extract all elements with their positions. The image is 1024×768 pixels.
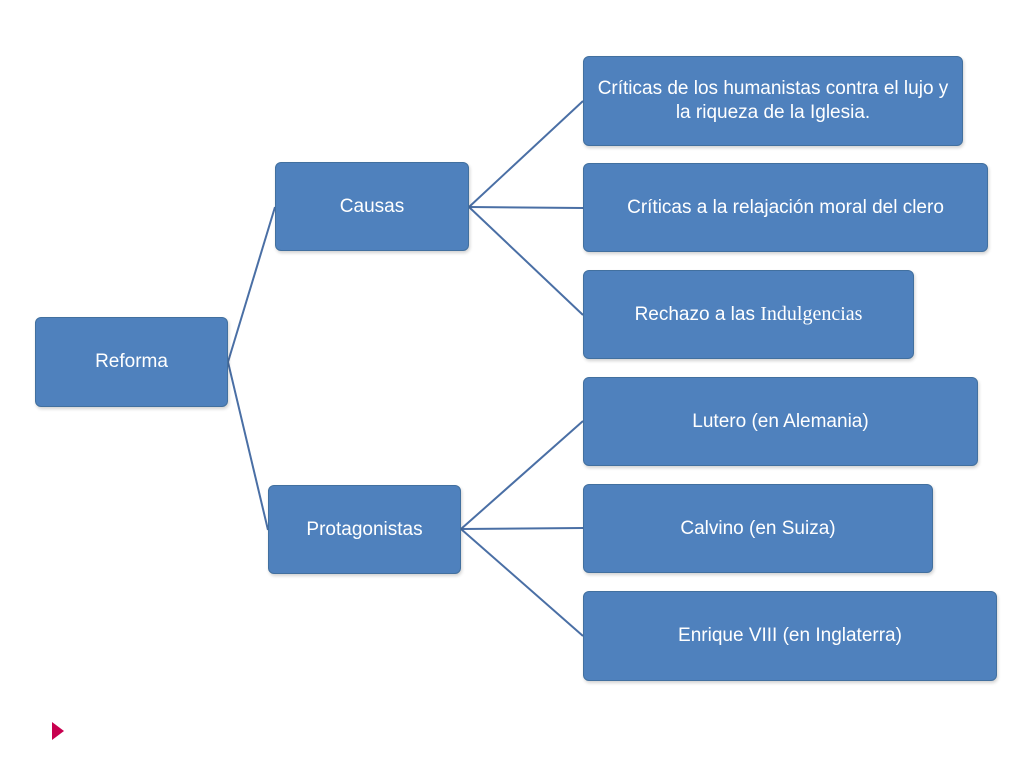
node-protagonistas: Protagonistas [268,485,461,574]
node-causa-indulgencias-word: Indulgencias [760,303,863,325]
connector-reforma-causas [227,206,276,363]
node-protagonista-enrique-viii-label: Enrique VIII (en Inglaterra) [678,625,902,647]
node-causa-humanistas-label: Críticas de los humanistas contra el luj… [597,78,949,123]
node-causa-relajacion-clero: Críticas a la relajación moral del clero [583,163,988,252]
node-causa-humanistas: Críticas de los humanistas contra el luj… [583,56,963,146]
connector-causas-item-3 [468,206,584,316]
node-reforma: Reforma [35,317,228,407]
node-protagonista-enrique-viii: Enrique VIII (en Inglaterra) [583,591,997,681]
connector-protagonistas-item-3 [460,528,584,637]
node-protagonista-lutero-label: Lutero (en Alemania) [692,410,869,432]
node-reforma-label: Reforma [95,351,168,373]
node-causa-indulgencias-prefix: Rechazo a las [634,304,755,325]
node-protagonistas-label: Protagonistas [306,518,423,540]
node-causa-indulgencias-label: Rechazo a las Indulgencias [635,302,863,327]
node-protagonista-calvino-label: Calvino (en Suiza) [680,517,836,539]
node-causa-relajacion-clero-label: Críticas a la relajación moral del clero [627,196,944,218]
node-causas: Causas [275,162,469,251]
node-protagonista-lutero: Lutero (en Alemania) [583,377,978,466]
connector-causas-item-2 [468,206,584,209]
connector-reforma-protagonistas [227,361,269,531]
connector-causas-item-1 [468,100,584,208]
node-protagonista-calvino: Calvino (en Suiza) [583,484,933,573]
bullet-arrow-icon [52,722,64,740]
connector-protagonistas-item-2 [460,527,584,530]
connector-protagonistas-item-1 [460,420,584,530]
node-causas-label: Causas [339,195,405,217]
node-causa-indulgencias: Rechazo a las Indulgencias [583,270,914,359]
